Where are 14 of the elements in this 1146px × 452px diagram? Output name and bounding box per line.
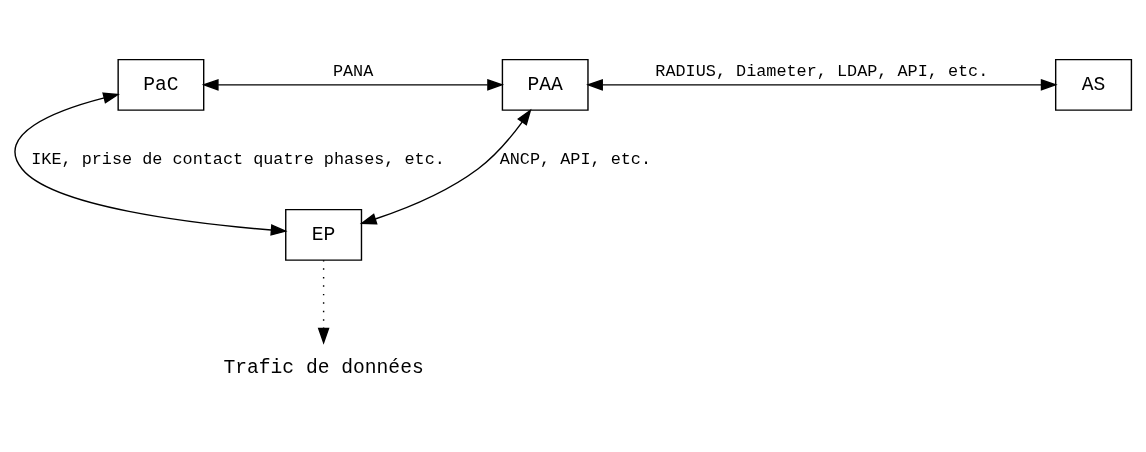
arrow	[14, 91, 288, 236]
node-box: EP	[285, 208, 363, 261]
edge-label: IKE, prise de contact quatre phases, etc.	[31, 149, 445, 169]
edge-label: ANCP, API, etc.	[499, 149, 652, 169]
arrow	[359, 108, 532, 224]
node-box: PaC	[117, 58, 205, 111]
node-box: AS	[1055, 58, 1133, 111]
edge-label: RADIUS, Diameter, LDAP, API, etc.	[655, 61, 989, 81]
arrow	[317, 259, 330, 345]
node-box: PAA	[501, 58, 589, 111]
arrow	[201, 78, 505, 91]
node-text: Trafic de données	[223, 356, 424, 379]
edge-label: PANA	[332, 61, 374, 81]
arrow	[586, 78, 1058, 91]
